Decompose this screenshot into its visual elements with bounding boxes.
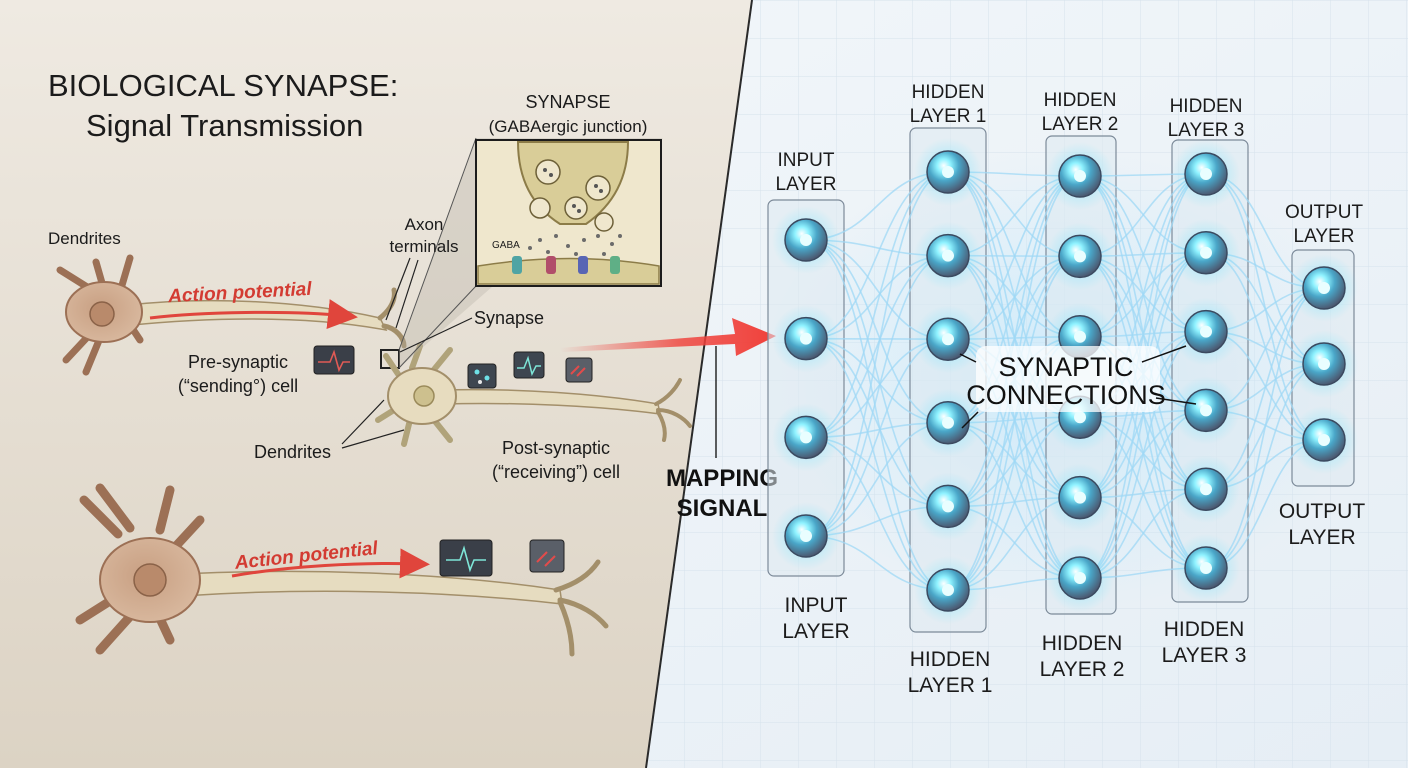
network-node-l2-n1 (1046, 222, 1114, 291)
network-node-l1-n2 (914, 305, 982, 374)
input-layer-top-line2: LAYER (776, 174, 837, 195)
vesicle-badge-1 (467, 363, 497, 389)
output-layer-top-line1: OUTPUT (1285, 202, 1364, 223)
synapse-inset (475, 139, 662, 287)
network-node-l2-n5 (1046, 544, 1114, 612)
axon-terminals-label-line1: Axon (405, 215, 444, 234)
input-layer-panel (767, 199, 845, 577)
inset-title: SYNAPSE (525, 92, 610, 112)
bottom-neuron (75, 483, 609, 657)
network-node-l1-n3 (914, 388, 982, 457)
mapping-signal-arrow (560, 318, 776, 356)
output-layer-bottom-line1: OUTPUT (1279, 500, 1366, 523)
mapping-label-line1: MAPPING (666, 465, 778, 492)
center-label-line1: SYNAPTIC (998, 352, 1133, 382)
output-layer-bottom-line2: LAYER (1288, 526, 1355, 549)
hidden1-bottom-line1: HIDDEN (910, 648, 991, 671)
gaba-label: GABA (492, 240, 520, 251)
pre-synaptic-label-line1: Pre-synaptic (188, 352, 288, 372)
network-node-l2-n4 (1046, 463, 1114, 532)
mapping-label-line2: SIGNAL (677, 495, 768, 522)
post-synaptic-neuron (375, 343, 692, 447)
inset-subtitle: (GABAergic junction) (489, 117, 648, 136)
input-layer-top-line1: INPUT (778, 150, 835, 171)
hidden2-top-line2: LAYER 2 (1042, 114, 1119, 135)
network-node-l3-n2 (1172, 297, 1240, 366)
network-node-l3-n5 (1172, 534, 1240, 602)
post-synaptic-label-line2: (“receiving”) cell (492, 462, 620, 482)
network-node-l0-n3 (772, 502, 840, 570)
hidden3-top-line1: HIDDEN (1170, 96, 1243, 117)
network-node-l4-n2 (1290, 406, 1358, 474)
hidden2-bottom-line2: LAYER 2 (1040, 658, 1125, 681)
pre-synaptic-label-line2: (“sending°) cell (178, 376, 298, 396)
network-node-l3-n4 (1172, 455, 1240, 524)
hidden3-top-line2: LAYER 3 (1168, 120, 1245, 141)
network-node-l1-n4 (914, 472, 982, 541)
network-group (760, 127, 1360, 633)
input-layer-bottom-line2: LAYER (782, 620, 849, 643)
network-node-l3-n0 (1172, 140, 1240, 208)
hidden3-bottom-line2: LAYER 3 (1162, 644, 1247, 667)
network-node-l0-n0 (772, 206, 840, 274)
hidden1-top-line1: HIDDEN (912, 82, 985, 103)
post-synaptic-label-line1: Post-synaptic (502, 438, 610, 458)
network-node-l1-n0 (914, 138, 982, 206)
synapse-marker-box (380, 349, 400, 369)
hidden2-top-line1: HIDDEN (1044, 90, 1117, 111)
network-node-l1-n5 (914, 556, 982, 624)
receptor-badge-2 (529, 539, 565, 573)
action-potential-arrow-bottom (231, 548, 430, 579)
synapse-label: Synapse (474, 308, 544, 328)
hidden-layer3-panel (1171, 139, 1249, 603)
waveform-badge-1 (313, 345, 355, 375)
network-node-l3-n3 (1172, 376, 1240, 445)
center-label-glow (976, 346, 1160, 412)
receptor-badge-1 (565, 357, 593, 383)
input-layer-bottom-line1: INPUT (785, 594, 848, 617)
action-potential-arrow-top (149, 299, 358, 330)
hidden3-bottom-line1: HIDDEN (1164, 618, 1245, 641)
network-node-l3-n1 (1172, 218, 1240, 287)
network-node-l0-n1 (772, 304, 840, 373)
axon-terminals-label-line2: terminals (390, 237, 459, 256)
panel-divider (645, 0, 753, 768)
network-node-l1-n1 (914, 221, 982, 290)
hidden1-top-line2: LAYER 1 (910, 106, 987, 127)
network-node-l2-n0 (1046, 142, 1114, 210)
pre-synaptic-neuron (56, 254, 407, 376)
dendrites-top-label: Dendrites (48, 229, 121, 248)
network-node-l4-n0 (1290, 254, 1358, 322)
center-label-line2: CONNECTIONS (966, 380, 1166, 410)
hidden2-bottom-line1: HIDDEN (1042, 632, 1123, 655)
left-title-line2: Signal Transmission (86, 108, 363, 143)
hidden1-bottom-line2: LAYER 1 (908, 674, 993, 697)
left-title-line1: BIOLOGICAL SYNAPSE: (48, 68, 398, 103)
network-node-l0-n2 (772, 403, 840, 472)
output-layer-top-line2: LAYER (1294, 226, 1355, 247)
dendrites-mid-label: Dendrites (254, 442, 331, 462)
network-node-l4-n1 (1290, 330, 1358, 398)
